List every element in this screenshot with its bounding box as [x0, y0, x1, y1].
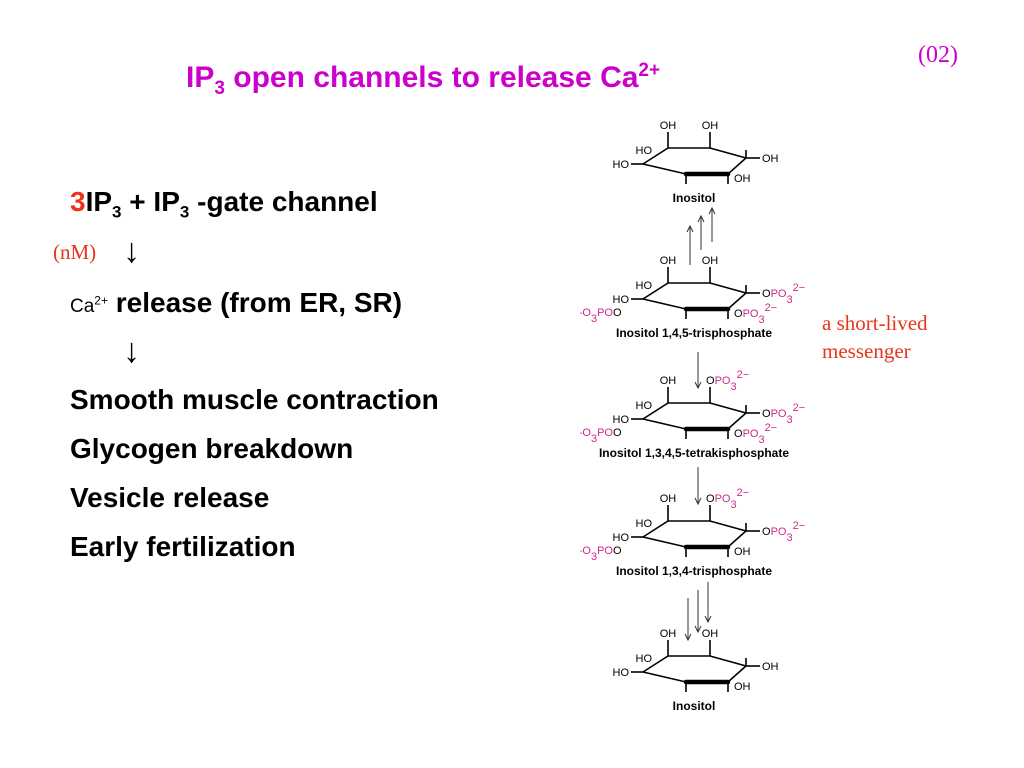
ring-bond: [642, 282, 748, 310]
o-label: O: [613, 545, 622, 557]
ho-label: HO: [636, 145, 653, 157]
ho-label: HO: [636, 400, 653, 412]
phosphate-label: 2−–O3PO: [580, 539, 613, 563]
oh-label: OH: [702, 628, 719, 640]
oh-label: OH: [762, 661, 779, 673]
phosphate-label: OPO32−: [734, 302, 777, 326]
title-sub: 3: [214, 78, 225, 99]
ho-label: HO: [613, 414, 630, 426]
effect-item: Early fertilization: [70, 531, 296, 562]
phosphate-label: OPO32−: [762, 282, 805, 306]
ip3-a-sub: 3: [112, 202, 122, 222]
down-arrow-icon-head: [684, 633, 692, 642]
effect-item: Vesicle release: [70, 482, 270, 513]
nm-note: (nM): [53, 240, 97, 264]
inositol-structure: OH OH HO HO OH OH Inositol: [613, 120, 779, 205]
gate-channel-text: -gate channel: [189, 186, 378, 217]
ca-sup: 2+: [94, 293, 108, 308]
ho-label: HO: [636, 653, 653, 665]
compound-name: Inositol 1,3,4-trisphosphate: [616, 564, 772, 578]
ho-label: HO: [636, 518, 653, 530]
ring-bond: [642, 655, 748, 683]
oh-label: OH: [660, 375, 677, 387]
oh-label: OH: [734, 173, 751, 185]
phosphate-label: OPO32−: [706, 369, 749, 393]
release-text: release (from ER, SR): [107, 287, 403, 318]
ring-bond: [642, 147, 748, 175]
messenger-note-line: messenger: [822, 339, 911, 363]
ip3-b: + IP: [121, 186, 180, 217]
ca-text: Ca: [70, 296, 95, 317]
down-arrow-icon: ↓: [123, 332, 140, 370]
compound-name: Inositol: [673, 191, 716, 205]
down-arrow-icon-head: [694, 381, 702, 390]
down-arrow-icon: ↓: [123, 232, 140, 270]
compound-name: Inositol 1,4,5-trisphosphate: [616, 326, 772, 340]
oh-label: OH: [702, 120, 719, 132]
slide-title: IP3 open channels to release Ca2+: [186, 60, 660, 100]
down-arrow-icon-head: [704, 615, 712, 624]
ca-label: Ca2+: [70, 293, 108, 317]
up-arrow-icon-head: [697, 214, 705, 223]
title-ip: IP: [186, 61, 215, 94]
step-number: 3: [70, 186, 86, 217]
oh-label: OH: [660, 493, 677, 505]
step-ip3-gate: 3IP3 + IP3 -gate channel: [70, 186, 378, 223]
ip3-a: IP: [85, 186, 113, 217]
oh-label: OH: [702, 255, 719, 267]
phosphate-label: 2−–O3PO: [580, 421, 613, 445]
o-label: O: [613, 427, 622, 439]
phosphate-label: 2−–O3PO: [580, 301, 613, 325]
ho-label: HO: [613, 532, 630, 544]
messenger-note: a short-lived messenger: [822, 309, 928, 365]
effect-item: Smooth muscle contraction: [70, 384, 439, 415]
ring-bond: [642, 402, 748, 430]
ring-bond: [642, 520, 748, 548]
oh-label: OH: [660, 120, 677, 132]
compound-name: Inositol 1,3,4,5-tetrakisphosphate: [599, 446, 789, 460]
ho-label: HO: [613, 294, 630, 306]
compound-name: Inositol: [673, 699, 716, 713]
ip3-b-sub: 3: [179, 202, 190, 222]
title-middle: open channels to release Ca: [224, 61, 639, 94]
oh-label: OH: [734, 681, 751, 693]
step-ca-release: Ca2+ release (from ER, SR): [70, 287, 402, 319]
messenger-note-line: a short-lived: [822, 311, 928, 335]
inositol-structure: OHOPO32−HOHOOPO32−OPO32−2−–O3POOInositol…: [580, 369, 805, 460]
phosphate-label: OPO32−: [706, 487, 749, 511]
down-arrow-icon-head: [694, 497, 702, 506]
oh-label: OH: [734, 546, 751, 558]
up-arrow-icon-head: [708, 206, 716, 215]
o-label: O: [613, 307, 622, 319]
ho-label: HO: [613, 667, 630, 679]
phosphate-label: OPO32−: [762, 402, 805, 426]
phosphate-label: OPO32−: [762, 520, 805, 544]
oh-label: OH: [762, 153, 779, 165]
oh-label: OH: [660, 255, 677, 267]
down-arrow-icon-head: [694, 625, 702, 634]
title-sup: 2+: [638, 60, 661, 81]
up-arrow-icon-head: [686, 224, 694, 233]
ho-label: HO: [613, 159, 630, 171]
effect-item: Glycogen breakdown: [70, 433, 354, 464]
inositol-structure: OH OH HO HO OH OH Inositol: [613, 628, 779, 713]
phosphate-label: OPO32−: [734, 422, 777, 446]
ho-label: HO: [636, 280, 653, 292]
slide-number: (02): [918, 42, 958, 68]
oh-label: OH: [660, 628, 677, 640]
